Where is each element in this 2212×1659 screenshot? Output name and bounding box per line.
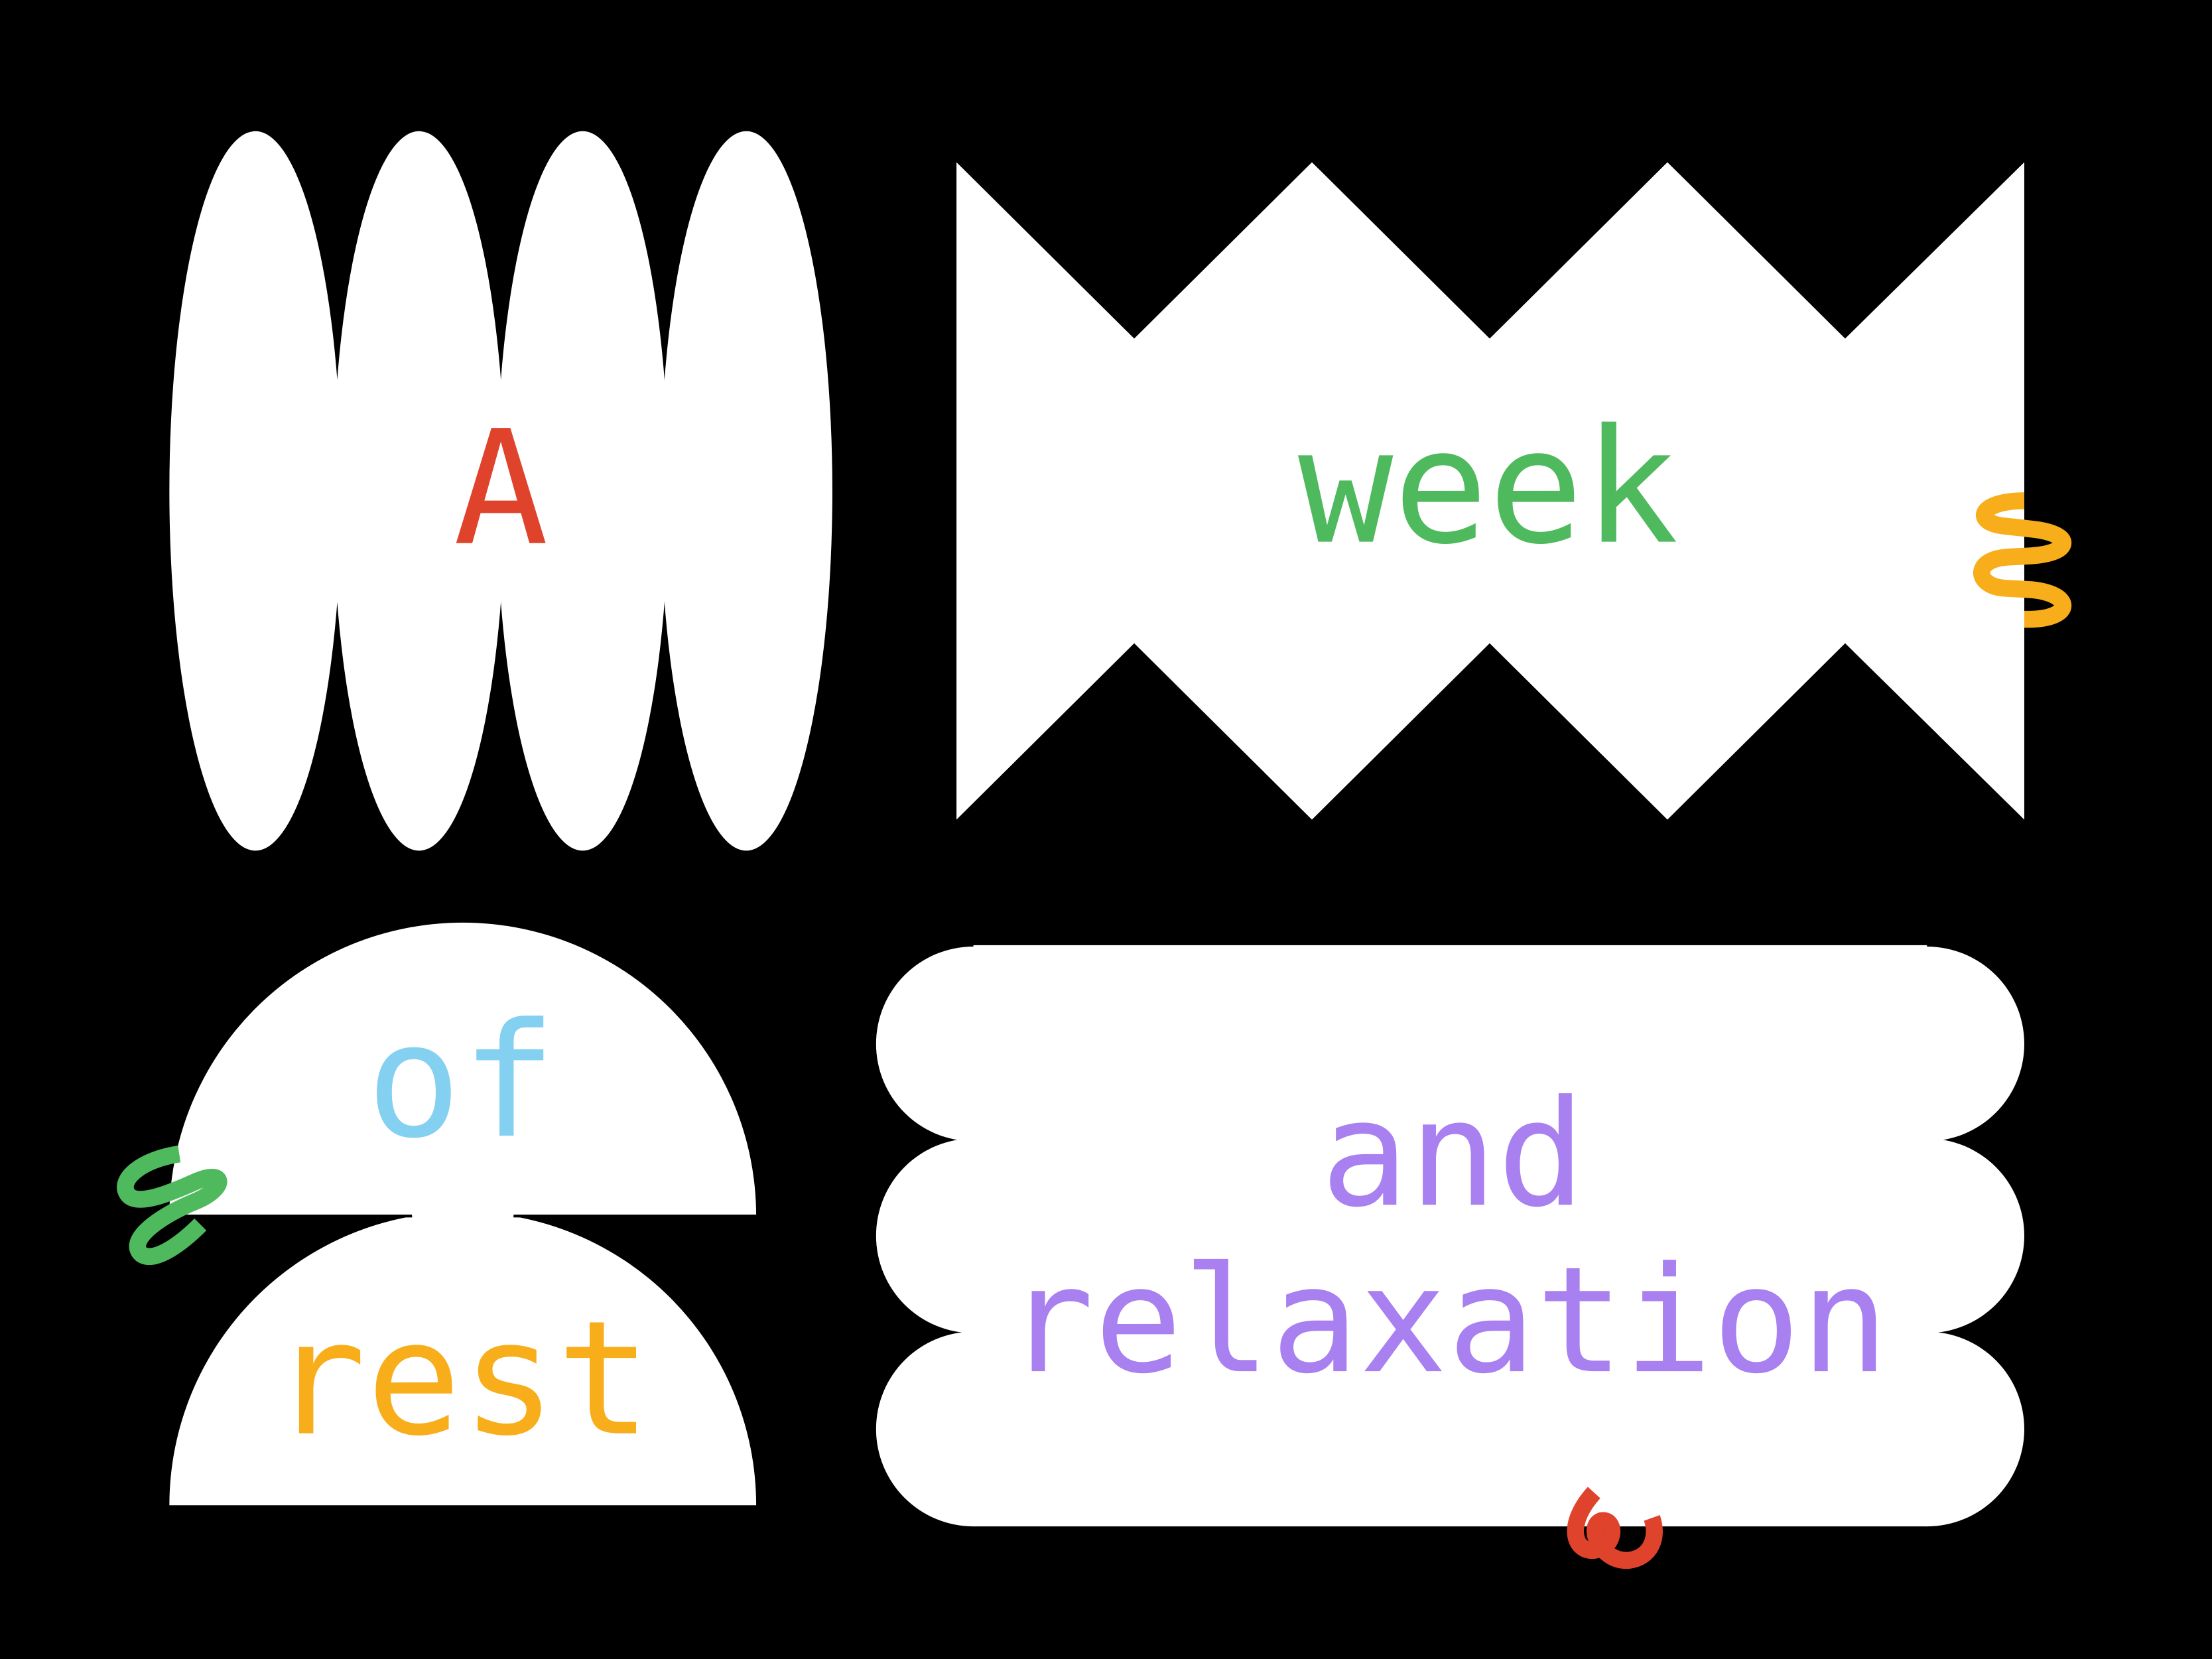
- dome-shapes: [169, 922, 757, 1506]
- red-squiggle-icon: [1567, 1487, 1663, 1569]
- word-a: A: [453, 397, 548, 581]
- cloud-shape: [876, 945, 2024, 1527]
- dome-divider: [513, 1215, 757, 1218]
- word-of: of: [366, 990, 556, 1173]
- word-week: week: [1298, 396, 1679, 580]
- dome-divider: [169, 1215, 413, 1218]
- green-squiggle-icon: [117, 1146, 228, 1265]
- word-relaxation: relaxation: [1006, 1236, 1888, 1406]
- zigzag-shape: [956, 162, 2024, 820]
- word-rest: rest: [271, 1288, 652, 1471]
- word-and: and: [1321, 1069, 1585, 1240]
- ellipse-cluster-shape: [169, 131, 832, 851]
- orange-squiggle-icon: [1973, 492, 2071, 628]
